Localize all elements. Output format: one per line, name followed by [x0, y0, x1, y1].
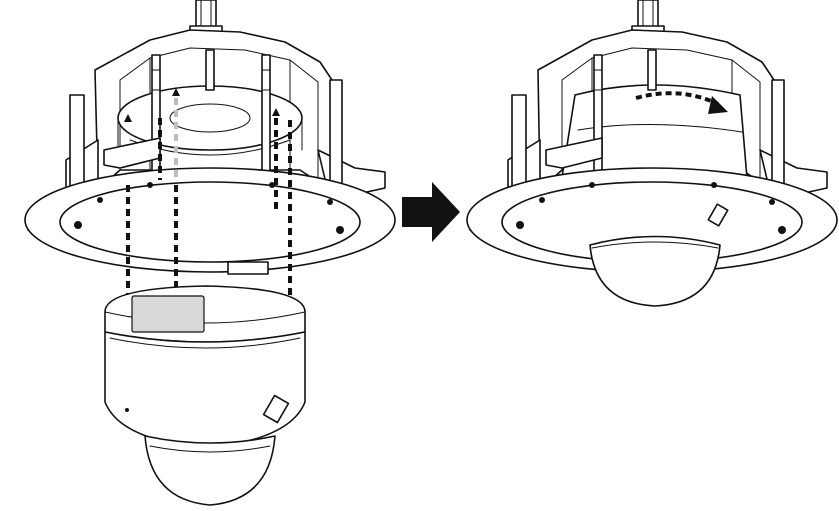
rotate-arrow-icon	[635, 91, 728, 114]
left-alignment-guides	[124, 88, 292, 305]
camera-main-body	[104, 331, 306, 449]
camera-dome-cover	[144, 435, 276, 506]
camera-unit	[104, 285, 306, 506]
camera-label-panel	[131, 295, 205, 333]
right-camera-dome	[589, 235, 721, 307]
left-mount-bracket	[24, 0, 396, 275]
right-top-pipes	[631, 0, 665, 35]
camera-side-latch	[262, 394, 290, 424]
direction-arrow-icon	[402, 182, 460, 242]
right-mount-assembly	[466, 0, 838, 307]
left-top-pipes	[189, 0, 223, 35]
right-side-latch	[707, 203, 729, 227]
